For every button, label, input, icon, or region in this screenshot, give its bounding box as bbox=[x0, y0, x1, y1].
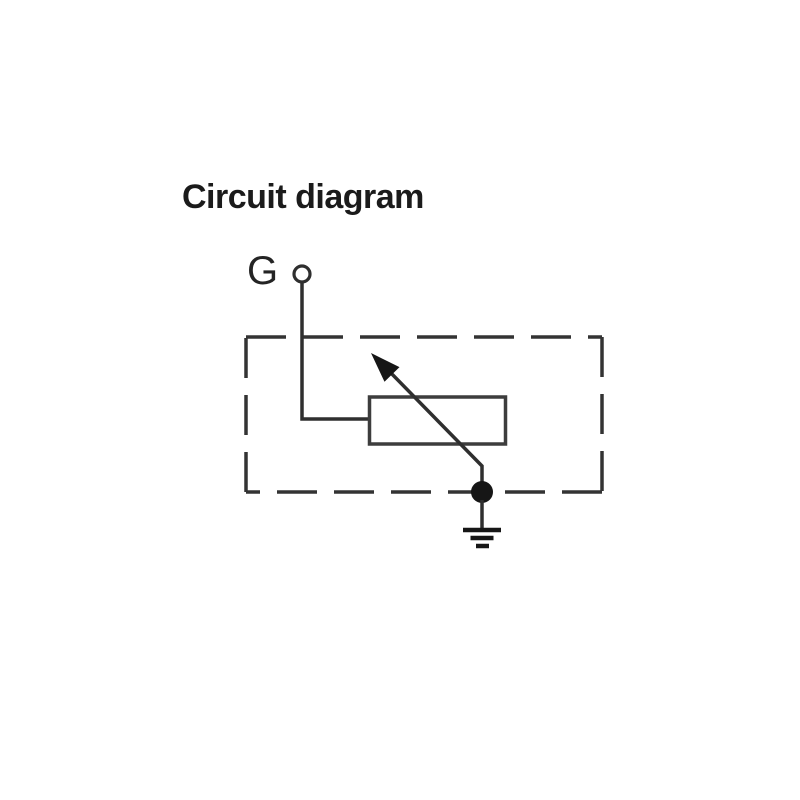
ground-icon bbox=[463, 500, 501, 549]
terminal-circle-icon bbox=[292, 264, 312, 284]
wire-terminal-to-resistor bbox=[300, 282, 371, 421]
dashed-enclosure-box bbox=[244, 335, 604, 494]
wiper-arrowhead-icon bbox=[371, 353, 400, 382]
terminal-g-label: G bbox=[247, 249, 279, 293]
diagram-title: Circuit diagram bbox=[182, 178, 424, 216]
junction-dot bbox=[471, 481, 493, 503]
